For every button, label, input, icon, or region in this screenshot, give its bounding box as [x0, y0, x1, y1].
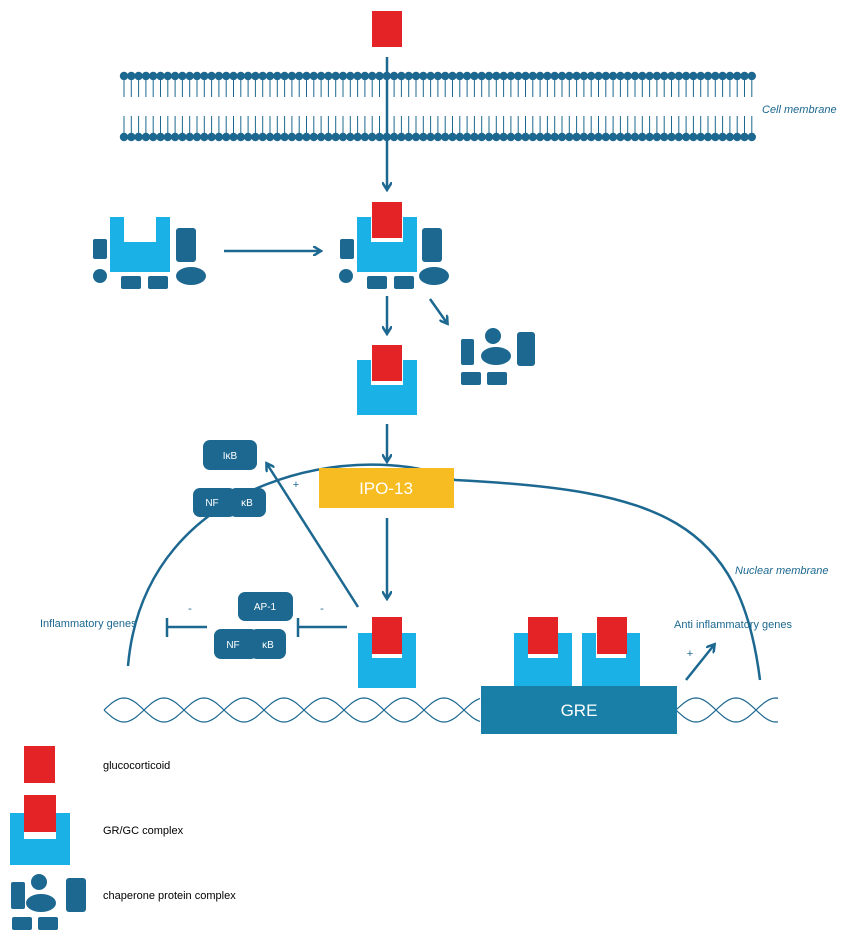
gre-box — [481, 686, 677, 734]
kb-mid-box — [250, 629, 286, 659]
kb-top-label: κB — [241, 498, 253, 509]
transactivation-arrow — [685, 645, 714, 681]
ipo13-box — [319, 468, 454, 508]
anti-inflammatory-genes-label: Anti inflammatory genes — [674, 619, 792, 631]
dna-double-helix — [103, 697, 779, 723]
legend-gr-gc-icon — [10, 795, 70, 865]
ipo13-label: IPO-13 — [359, 479, 413, 498]
gr-dimer — [514, 617, 640, 688]
plus-anti: + — [687, 648, 693, 660]
legend-gr-gc-label: GR/GC complex — [103, 825, 184, 837]
inflammatory-genes-label: Inflammatory genes — [40, 618, 137, 630]
cell-membrane — [119, 71, 756, 142]
ikb-label: IκB — [223, 451, 238, 462]
nf-mid-box — [214, 629, 258, 659]
release-arrow-diagonal — [428, 298, 447, 323]
gr-gc-complex-nucleus — [358, 617, 416, 688]
ap1-label: AP-1 — [254, 602, 277, 613]
gre-label: GRE — [561, 701, 598, 720]
ikb-box — [203, 440, 257, 470]
kb-mid-label: κB — [262, 640, 274, 651]
plus-ikb: + — [293, 479, 299, 491]
released-chaperone-complex — [461, 328, 535, 385]
ikb-induction-arrow — [267, 464, 360, 608]
nuclear-membrane-label: Nuclear membrane — [735, 565, 829, 577]
nf-mid-label: NF — [226, 640, 239, 651]
minus-left: - — [188, 603, 192, 615]
bound-receptor-complex — [339, 202, 449, 289]
nf-top-label: NF — [205, 498, 218, 509]
legend-chaperone-icon — [11, 874, 86, 930]
nf-top-box — [193, 488, 236, 517]
legend-glucocorticoid-label: glucocorticoid — [103, 760, 170, 772]
gr-gc-complex-cytoplasm — [357, 345, 417, 415]
minus-right: - — [320, 603, 324, 615]
nuclear-membrane — [126, 463, 762, 681]
inactive-receptor-complex — [93, 217, 206, 289]
legend: glucocorticoid GR/GC complex chaperone p… — [10, 746, 236, 930]
legend-chaperone-label: chaperone protein complex — [103, 890, 236, 902]
glucocorticoid-top — [372, 11, 402, 47]
kb-top-box — [229, 488, 266, 517]
cell-membrane-label: Cell membrane — [762, 104, 837, 116]
legend-glucocorticoid-icon — [24, 746, 55, 783]
ap1-box — [238, 592, 293, 621]
